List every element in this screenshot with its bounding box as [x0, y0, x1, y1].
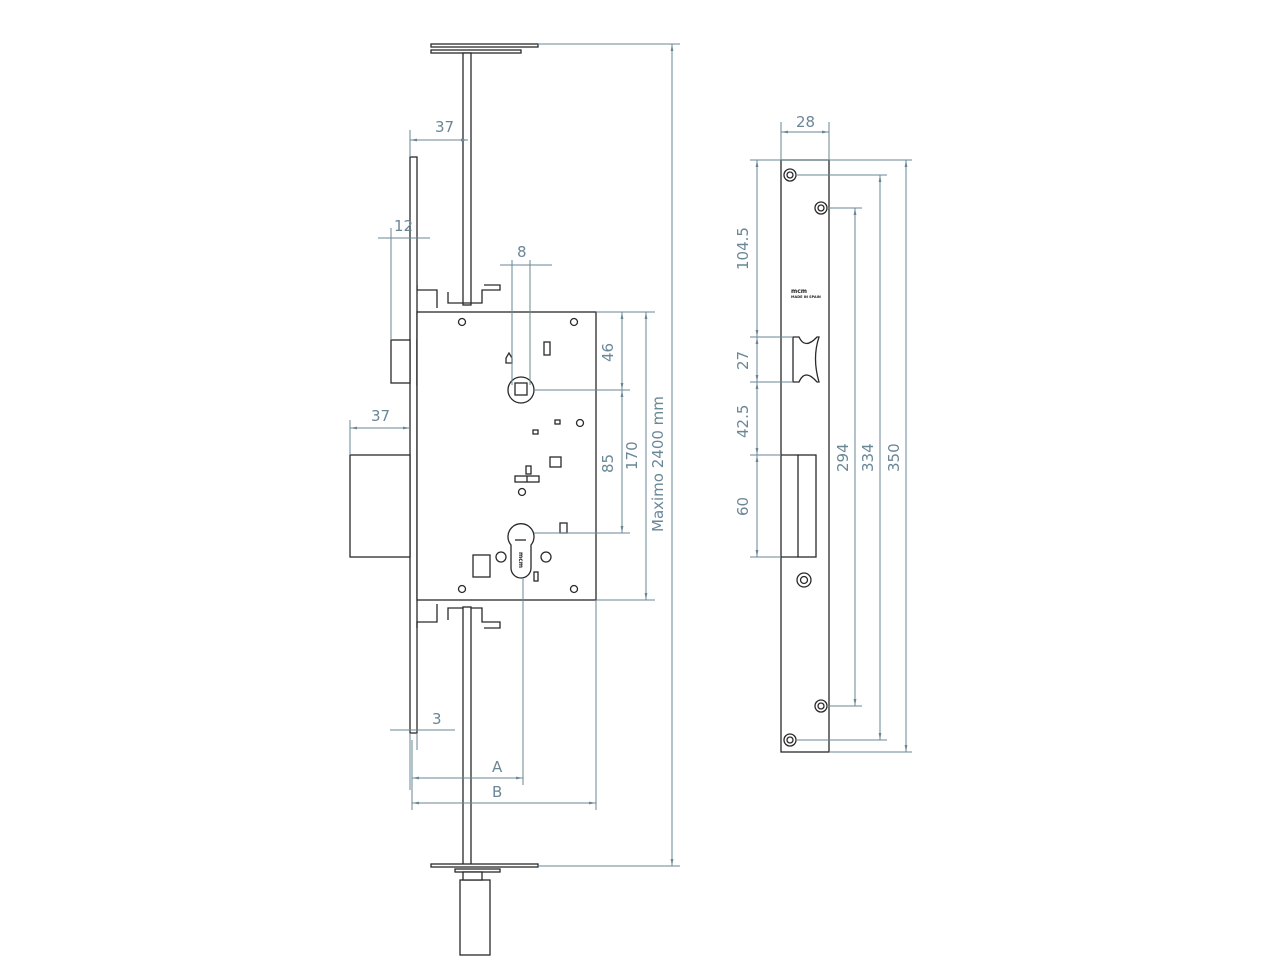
dim-outer-holes: 334	[859, 443, 877, 472]
dim-backset-a: A	[492, 758, 503, 776]
dim-strike-width: 28	[796, 113, 815, 131]
dim-latch-height: 27	[734, 351, 752, 370]
strike-plate: mcm MADE IN SPAIN	[780, 159, 830, 753]
lock-case	[416, 311, 597, 601]
faceplate	[409, 156, 418, 734]
front-dimensions: 37 12 8 37 46 85 170 Maximo 2400 m	[349, 43, 680, 867]
dim-latch-to-bolt: 42.5	[734, 405, 752, 438]
dim-bolt-height: 60	[734, 497, 752, 516]
deadbolt	[349, 454, 411, 558]
strike-logo-subtext: MADE IN SPAIN	[791, 295, 821, 299]
cylinder-hole: mcm	[507, 523, 535, 579]
dim-faceplate-thickness: 3	[432, 710, 442, 728]
strike-logo: mcm	[791, 288, 807, 295]
dim-top-to-latch: 104.5	[734, 227, 752, 270]
cylinder-logo: mcm	[517, 552, 524, 568]
dim-strike-length: 350	[885, 443, 903, 472]
dim-bolt-projection: 37	[371, 407, 390, 425]
dim-backset-b: B	[492, 783, 502, 801]
dim-inner-holes: 294	[834, 443, 852, 472]
dim-case-height: 170	[623, 441, 641, 470]
dim-rod-offset: 37	[435, 118, 454, 136]
front-view: mcm 37 12 8 37	[349, 43, 680, 956]
dim-spindle-to-top: 46	[599, 343, 617, 362]
latch-opening	[792, 336, 820, 383]
dim-spindle-offset: 8	[517, 243, 527, 261]
bottom-rod	[416, 604, 539, 956]
strike-dimensions: 28 104.5 27 42.5 60 294 334 350	[734, 113, 912, 753]
dim-max-length: Maximo 2400 mm	[649, 396, 667, 532]
bolt-opening	[797, 454, 817, 558]
dim-latch-projection: 12	[394, 217, 413, 235]
dim-spindle-to-cylinder: 85	[599, 454, 617, 473]
top-rod	[416, 43, 539, 308]
